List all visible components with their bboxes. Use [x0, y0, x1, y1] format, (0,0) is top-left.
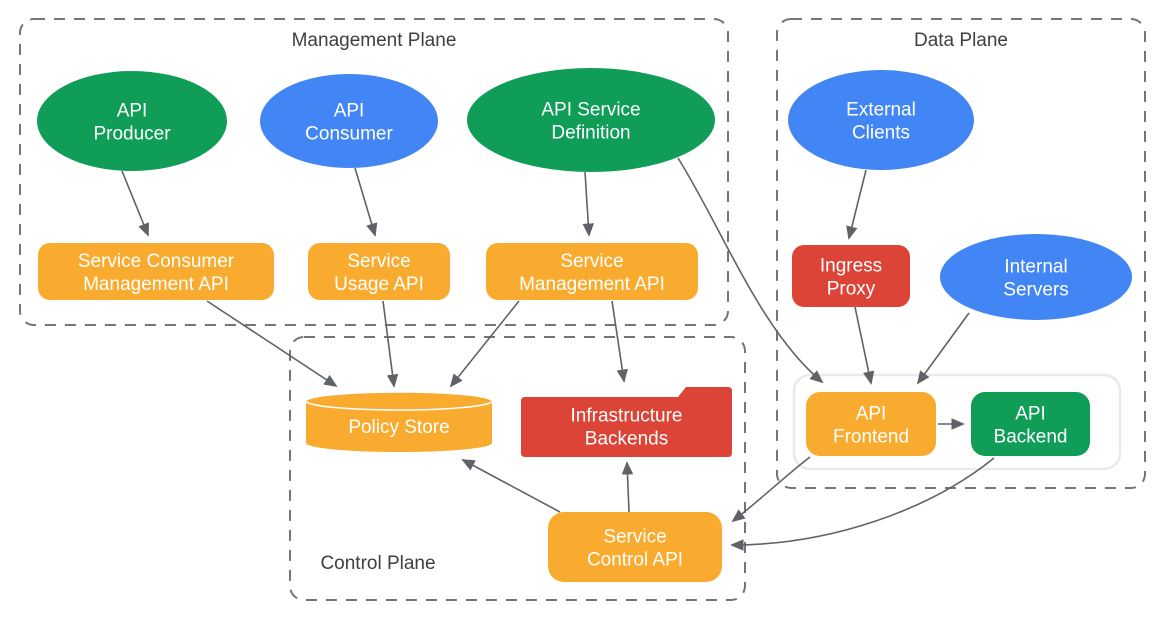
edge-internal-servers-to-api-frontend: [916, 312, 970, 385]
edge-service-control-api-to-policy-store: [461, 459, 561, 513]
group-label-control-plane: Control Plane: [320, 553, 435, 574]
group-outline-control-plane: [289, 336, 746, 601]
node-shape-api-frontend[interactable]: [806, 392, 936, 456]
group-label-management-plane: Management Plane: [292, 30, 457, 51]
edge-consumer-to-usage-api: [354, 167, 378, 237]
group-management-plane: Management Plane: [19, 18, 729, 326]
node-shape-ingress-proxy[interactable]: [792, 245, 910, 307]
edge-usage-api-to-policy-store: [382, 300, 399, 388]
node-shape-policy-store[interactable]: [306, 401, 492, 452]
edge-ingress-proxy-to-api-frontend: [854, 306, 875, 385]
group-outline-management-plane: [19, 18, 729, 326]
node-shape-service-consumer-management-api[interactable]: [38, 243, 274, 300]
node-shape-external-clients[interactable]: [788, 70, 974, 170]
edge-consumer-mgmt-api-to-policy-store: [206, 300, 338, 388]
group-control-plane: Control Plane: [289, 336, 746, 601]
node-label-policy-store: Policy Store: [348, 417, 449, 438]
node-shape-api-service-definition[interactable]: [467, 68, 715, 172]
edge-definition-to-management-api: [582, 171, 595, 237]
node-shape-service-management-api[interactable]: [486, 243, 698, 300]
group-outline-data-plane: [776, 18, 1146, 489]
group-outline-api-gateway-group: [792, 373, 1122, 471]
edge-management-api-to-policy-store: [449, 300, 520, 388]
node-shape-api-producer[interactable]: [37, 71, 227, 171]
node-shape-service-usage-api[interactable]: [308, 243, 450, 300]
edges: [121, 157, 995, 551]
node-shape-service-control-api[interactable]: [548, 512, 722, 582]
edge-definition-to-api-frontend: [677, 157, 824, 384]
edge-management-api-to-infrastructure-backends: [611, 300, 628, 383]
node-shape-api-consumer[interactable]: [260, 74, 438, 168]
edge-service-control-api-to-infrastructure-backends: [621, 461, 634, 513]
edge-api-backend-to-service-control-api: [730, 457, 995, 551]
edge-external-clients-to-ingress-proxy: [846, 169, 867, 240]
node-policy-store[interactable]: Policy Store: [305, 391, 493, 452]
group-api-gateway-group: [792, 373, 1122, 471]
node-shape-internal-servers[interactable]: [940, 234, 1132, 320]
group-label-data-plane: Data Plane: [914, 30, 1008, 51]
node-shape-infrastructure-backends[interactable]: [521, 387, 732, 457]
edge-producer-to-consumer-mgmt-api: [121, 170, 150, 237]
node-shape-api-backend[interactable]: [971, 392, 1090, 456]
edge-api-frontend-to-service-control-api: [731, 456, 811, 523]
group-data-plane: Data Plane: [776, 18, 1146, 489]
cylinder-top-policy-store: [305, 391, 493, 411]
